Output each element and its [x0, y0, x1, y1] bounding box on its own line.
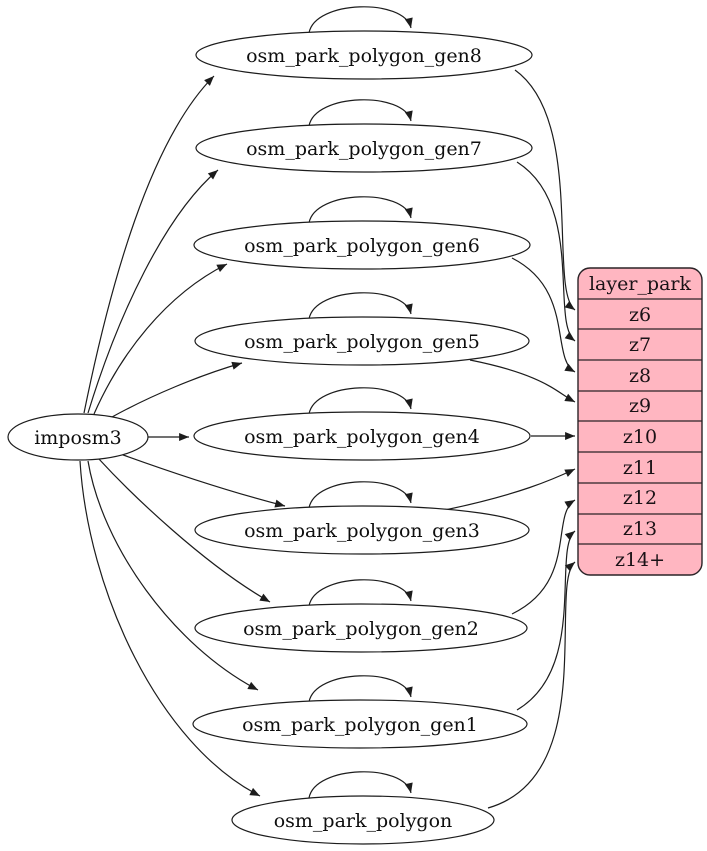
edge-gen1-z13 — [516, 530, 576, 711]
edge-gen7-z7 — [516, 161, 576, 342]
layer-park-row-z12: z12 — [623, 487, 657, 509]
self-loops — [308, 6, 413, 799]
layer-park-row-z10: z10 — [623, 426, 657, 448]
edges-tables-to-layer — [434, 69, 576, 809]
gen6-ellipse — [193, 220, 531, 270]
edge-imposm3-gen5 — [111, 361, 243, 418]
gen3-ellipse — [194, 505, 530, 555]
layer-park-row-z13: z13 — [623, 518, 657, 540]
node-osm-park-polygon-gen7: osm_park_polygon_gen7 — [195, 123, 533, 173]
gen8-ellipse — [195, 30, 533, 80]
edge-gen6-z8 — [511, 257, 576, 373]
edge-gen5-z9 — [469, 359, 576, 403]
edge-imposm3-gen1 — [87, 460, 259, 691]
node-osm-park-polygon-gen3: osm_park_polygon_gen3 — [194, 505, 530, 555]
gen3-label: osm_park_polygon_gen3 — [244, 520, 480, 542]
self-loop-gen3 — [308, 481, 413, 509]
layer-park-row-z7: z7 — [629, 334, 651, 356]
polygon-label: osm_park_polygon — [274, 810, 453, 832]
self-loop-gen1 — [308, 675, 413, 703]
layer-park-row-z6: z6 — [629, 304, 651, 326]
node-osm-park-polygon: osm_park_polygon — [231, 795, 495, 845]
gen4-ellipse — [193, 411, 531, 461]
self-loop-gen7 — [308, 99, 413, 127]
gen1-ellipse — [192, 699, 528, 749]
gen7-label: osm_park_polygon_gen7 — [246, 138, 482, 160]
layer-park-row-z8: z8 — [629, 365, 651, 387]
edge-imposm3-gen3 — [114, 451, 286, 508]
imposm3-ellipse — [7, 413, 149, 461]
gen1-label: osm_park_polygon_gen1 — [242, 714, 478, 736]
edge-gen8-z6 — [514, 69, 576, 311]
node-osm-park-polygon-gen8: osm_park_polygon_gen8 — [195, 30, 533, 80]
gen2-ellipse — [194, 603, 528, 653]
gen5-label: osm_park_polygon_gen5 — [244, 331, 480, 353]
self-loop-gen8 — [308, 6, 413, 34]
gen8-label: osm_park_polygon_gen8 — [246, 45, 482, 67]
layer-park-row-z9: z9 — [629, 395, 651, 417]
node-osm-park-polygon-gen6: osm_park_polygon_gen6 — [193, 220, 531, 270]
self-loop-gen4 — [308, 387, 413, 415]
self-loop-gen2 — [308, 579, 413, 607]
gen6-label: osm_park_polygon_gen6 — [244, 235, 480, 257]
edge-imposm3-gen8 — [83, 75, 215, 414]
node-imposm3: imposm3 — [7, 413, 149, 461]
gen4-label: osm_park_polygon_gen4 — [244, 426, 480, 448]
layer-park-row-z14: z14+ — [615, 549, 665, 571]
edge-gen3-z11 — [434, 468, 576, 513]
edges-imposm3-to-tables — [79, 75, 286, 797]
node-osm-park-polygon-gen1: osm_park_polygon_gen1 — [192, 699, 528, 749]
layer-park-table: layer_park z6 z7 z8 z9 z10 z11 z12 z13 z… — [577, 267, 703, 576]
layer-park-title: layer_park — [589, 273, 692, 295]
self-loop-gen5 — [308, 292, 413, 320]
node-osm-park-polygon-gen4: osm_park_polygon_gen4 — [193, 411, 531, 461]
edge-imposm3-polygon — [79, 460, 261, 797]
edge-imposm3-gen7 — [87, 169, 219, 414]
node-osm-park-polygon-gen2: osm_park_polygon_gen2 — [194, 603, 528, 653]
gen7-ellipse — [195, 123, 533, 173]
self-loop-polygon — [308, 771, 413, 799]
edge-gen2-z12 — [511, 499, 576, 615]
gen5-ellipse — [194, 316, 530, 366]
edge-polygon-z14 — [487, 561, 576, 809]
polygon-ellipse — [231, 795, 495, 845]
layer-park-row-z11: z11 — [623, 457, 657, 479]
gen2-label: osm_park_polygon_gen2 — [243, 618, 479, 640]
node-osm-park-polygon-gen5: osm_park_polygon_gen5 — [194, 316, 530, 366]
imposm3-label: imposm3 — [34, 427, 122, 449]
edge-imposm3-gen6 — [93, 263, 228, 415]
edge-imposm3-gen2 — [97, 457, 271, 603]
self-loop-gen6 — [308, 196, 413, 224]
